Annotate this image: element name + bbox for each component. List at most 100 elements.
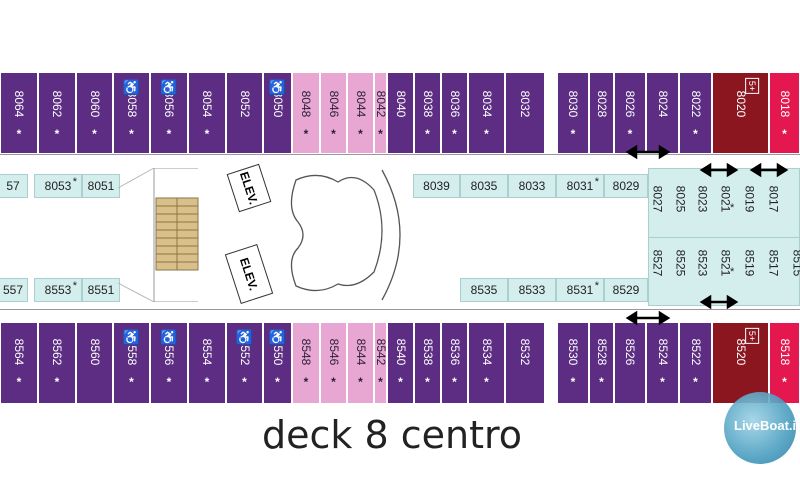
cabin-8554[interactable]: 8554* <box>188 322 226 404</box>
cabin-star: * <box>398 375 403 389</box>
cabin-star: * <box>331 127 336 141</box>
cabin-8544[interactable]: 8544* <box>347 322 374 404</box>
cabin-8532[interactable]: 8532 <box>505 322 545 404</box>
cabin-8048[interactable]: 8048* <box>292 72 320 154</box>
cabin-8551[interactable]: 8551 <box>82 278 120 302</box>
staircase <box>118 168 199 302</box>
cabin-number: 8529 <box>612 283 640 297</box>
cabin-8050[interactable]: 8050♿ <box>263 72 292 154</box>
cabin-8540[interactable]: 8540* <box>387 322 414 404</box>
cabin-star: * <box>358 127 363 141</box>
cabin-star: * <box>660 375 665 389</box>
cabin-star: * <box>730 266 735 278</box>
liveboat-logo: LiveBoat.it <box>724 392 800 464</box>
cabin-8528[interactable]: 8528* <box>589 322 614 404</box>
cabin-star: * <box>204 127 210 141</box>
cabin-star: * <box>166 127 172 141</box>
cabin-star: * <box>782 375 787 389</box>
cabin-8024[interactable]: 8024 <box>646 72 679 154</box>
cabin-8530[interactable]: 8530* <box>557 322 589 404</box>
cabin-8542[interactable]: 8542* <box>374 322 388 404</box>
cabin-8548[interactable]: 8548* <box>292 322 320 404</box>
cabin-star: * <box>378 375 383 389</box>
cabin-8054[interactable]: 8054* <box>188 72 226 154</box>
cabin-star: * <box>166 375 172 389</box>
cabin-star: * <box>358 375 363 389</box>
cabin-8028[interactable]: 8028 <box>589 72 614 154</box>
cabin-8550[interactable]: 8550*♿ <box>263 322 292 404</box>
cabin-number: 8029 <box>612 179 640 193</box>
cabin-star: * <box>129 375 134 389</box>
cabin-8056[interactable]: 8056*♿ <box>150 72 188 154</box>
cabin-star: * <box>730 202 735 214</box>
cabin-8029[interactable]: 8029 <box>604 174 648 198</box>
wheelchair-icon: ♿ <box>268 79 287 95</box>
corridor-line-top <box>0 154 800 155</box>
cabin-8562[interactable]: 8562* <box>38 322 76 404</box>
cabin-star: * <box>425 127 430 141</box>
cabin-star: * <box>204 375 210 389</box>
cabin-8022[interactable]: 8022* <box>679 72 712 154</box>
cabin-8035[interactable]: 8035 <box>460 174 508 198</box>
cabin-8033[interactable]: 8033 <box>508 174 556 198</box>
cabin-8529[interactable]: 8529 <box>604 278 648 302</box>
cabin-8522[interactable]: 8522* <box>679 322 712 404</box>
cabin-star: * <box>92 127 97 141</box>
cabin-number: 8031 <box>566 179 594 193</box>
cabin-star: * <box>303 375 309 389</box>
cabin-8538[interactable]: 8538* <box>414 322 441 404</box>
wheelchair-icon: ♿ <box>235 329 254 345</box>
cabin-8564[interactable]: 8564* <box>0 322 38 404</box>
cabin-8051[interactable]: 8051 <box>82 174 120 198</box>
cabin-8558[interactable]: 8558*♿ <box>113 322 150 404</box>
cabin-8560[interactable]: 8560 <box>76 322 113 404</box>
cabin-8553[interactable]: 8553* <box>34 278 82 302</box>
cabin-8044[interactable]: 8044* <box>347 72 374 154</box>
cabin-8052[interactable]: 8052 <box>226 72 263 154</box>
cabin-8038[interactable]: 8038* <box>414 72 441 154</box>
cabin-8534[interactable]: 8534* <box>468 322 505 404</box>
cabin-number: 8039 <box>423 179 450 193</box>
cabin-8546[interactable]: 8546* <box>320 322 347 404</box>
cabin-8535[interactable]: 8535 <box>460 278 508 302</box>
cabin-8524[interactable]: 8524* <box>646 322 679 404</box>
cabin-star: * <box>599 375 604 389</box>
cabin-8526[interactable]: 8526 <box>614 322 646 404</box>
cabin-8036[interactable]: 8036* <box>441 72 468 154</box>
cabin-number: 8553 <box>44 283 72 297</box>
cabin-8064[interactable]: 8064* <box>0 72 38 154</box>
cabin-8039[interactable]: 8039 <box>413 174 460 198</box>
cabin-number: 57 <box>6 179 20 193</box>
cabin-557[interactable]: 557 <box>0 278 28 302</box>
cabin-8053[interactable]: 8053* <box>34 174 82 198</box>
cabin-star: * <box>54 375 60 389</box>
deck-title: deck 8 centro <box>262 413 523 457</box>
cabin-8552[interactable]: 8552*♿ <box>226 322 263 404</box>
cabin-8034[interactable]: 8034* <box>468 72 505 154</box>
cabin-8030[interactable]: 8030* <box>557 72 589 154</box>
cabin-57[interactable]: 57 <box>0 174 28 198</box>
cabin-8536[interactable]: 8536* <box>441 322 468 404</box>
cabin-8032[interactable]: 8032 <box>505 72 545 154</box>
cabin-number: 557 <box>2 283 24 297</box>
cabin-star: * <box>331 375 336 389</box>
cabin-8031[interactable]: 8031* <box>556 174 604 198</box>
cabin-8531[interactable]: 8531* <box>556 278 604 302</box>
cabin-8040[interactable]: 8040 <box>387 72 414 154</box>
cabin-8533[interactable]: 8533 <box>508 278 556 302</box>
cabin-star: * <box>425 375 430 389</box>
cabin-star: * <box>484 375 489 389</box>
cabin-8060[interactable]: 8060* <box>76 72 113 154</box>
cabin-8046[interactable]: 8046* <box>320 72 347 154</box>
cabin-star: * <box>693 375 698 389</box>
cabin-8058[interactable]: 8058*♿ <box>113 72 150 154</box>
cabin-star: * <box>484 127 489 141</box>
cabin-8556[interactable]: 8556*♿ <box>150 322 188 404</box>
cabin-8062[interactable]: 8062* <box>38 72 76 154</box>
cabin-star: * <box>275 375 280 389</box>
cabin-number: 8051 <box>87 179 115 193</box>
cabin-8042[interactable]: 8042* <box>374 72 388 154</box>
cabin-8026[interactable]: 8026* <box>614 72 646 154</box>
